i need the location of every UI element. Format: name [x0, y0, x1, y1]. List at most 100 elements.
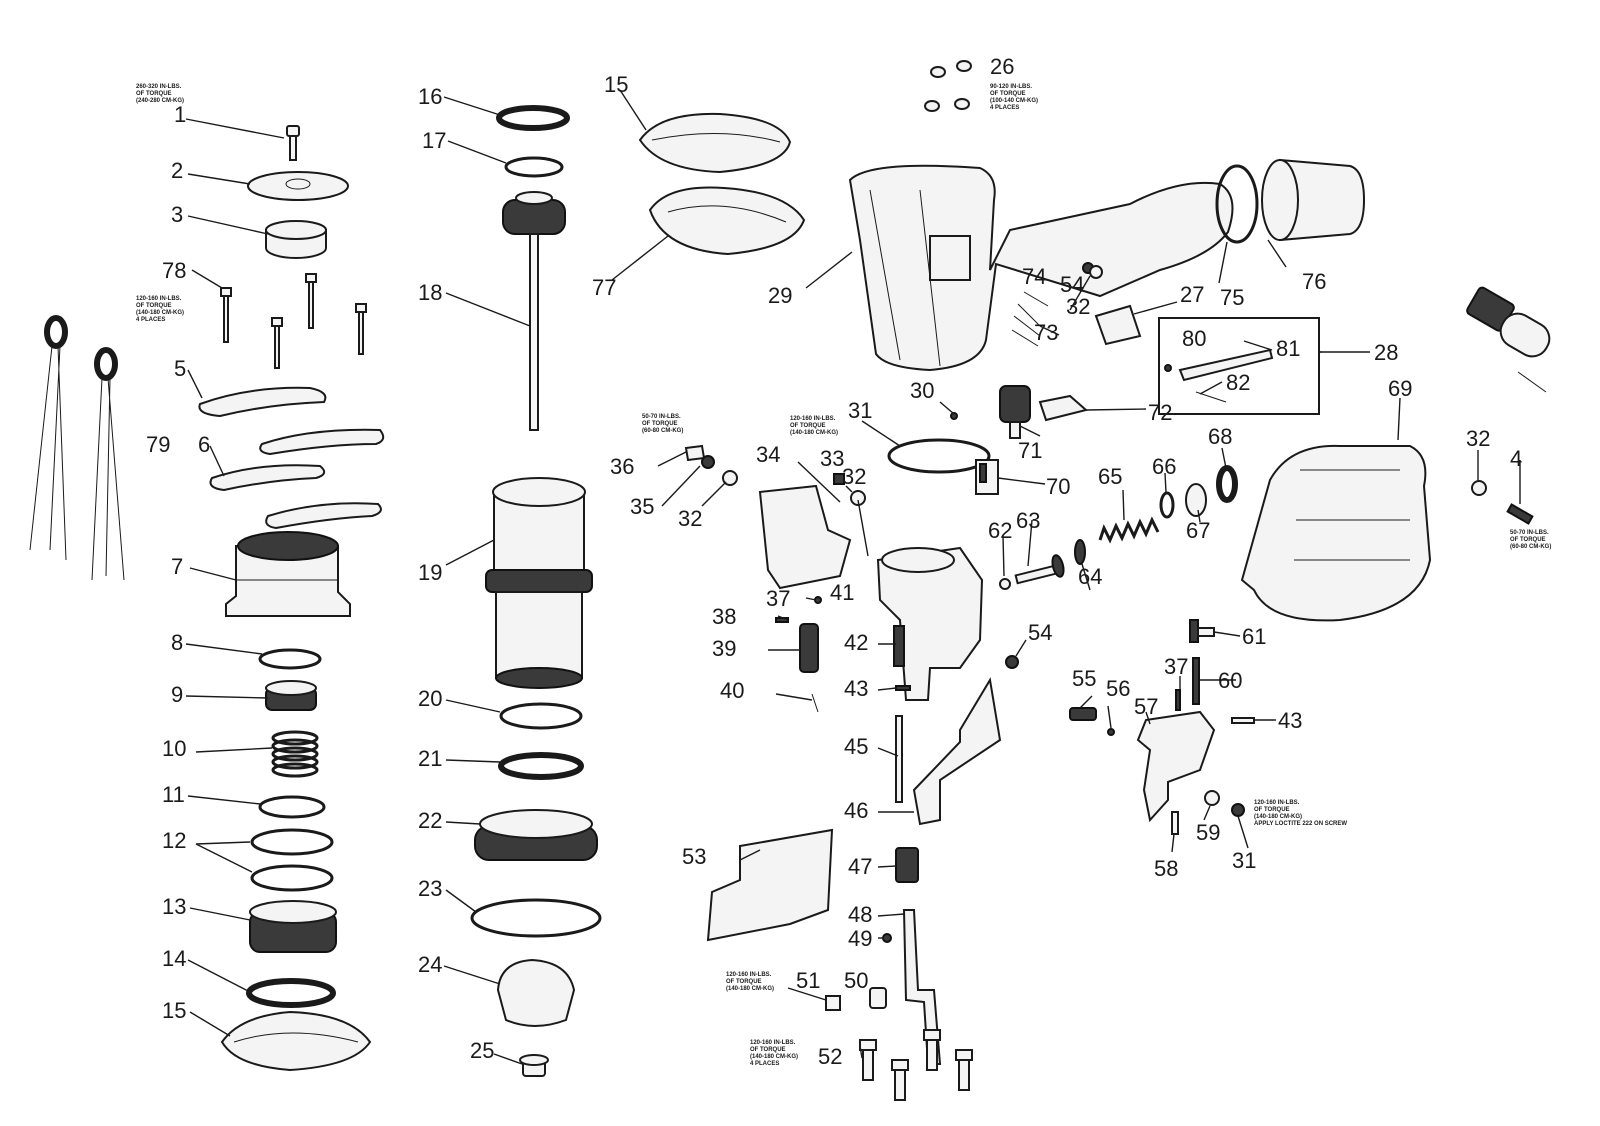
label-part-16: 16 — [418, 84, 442, 109]
part-1-screw — [286, 125, 300, 161]
svg-text:(100-140 CM-KG): (100-140 CM-KG) — [990, 98, 1038, 104]
svg-text:(60-80 CM-KG): (60-80 CM-KG) — [1510, 544, 1551, 550]
label-part-29: 29 — [768, 283, 792, 308]
part-16-ring — [496, 105, 570, 131]
part-54-nut-mid — [1005, 655, 1019, 669]
label-part-55: 55 — [1072, 666, 1096, 691]
part-4-screw — [1506, 503, 1534, 525]
torque-note-part-52: 120-160 IN-LBS. OF TORQUE (140-180 CM-KG… — [750, 1040, 798, 1067]
label-part-31-screw: 31 — [1232, 848, 1256, 873]
label-part-39: 39 — [712, 636, 736, 661]
label-part-72: 72 — [1148, 400, 1172, 425]
svg-text:OF TORQUE: OF TORQUE — [136, 91, 172, 97]
label-part-11: 11 — [162, 782, 185, 807]
torque-note-part-1: 260-320 IN-LBS. OF TORQUE (240-280 CM-KG… — [136, 84, 184, 104]
label-part-6: 6 — [198, 432, 210, 457]
part-35-nut — [701, 455, 715, 469]
part-40-pin — [811, 693, 819, 713]
part-65-spring — [1098, 516, 1160, 544]
label-part-60: 60 — [1218, 668, 1242, 693]
label-part-8: 8 — [171, 630, 183, 655]
part-51-screw — [825, 995, 841, 1011]
label-part-17: 17 — [422, 128, 446, 153]
svg-text:4 PLACES: 4 PLACES — [136, 317, 165, 323]
part-9-valve — [265, 680, 317, 711]
part-32-washer-right — [1471, 480, 1487, 496]
torque-notes: 260-320 IN-LBS. OF TORQUE (240-280 CM-KG… — [136, 84, 1551, 1067]
part-11-o-ring — [258, 795, 326, 819]
torque-note-part-26: 90-120 IN-LBS. OF TORQUE (100-140 CM-KG)… — [990, 84, 1038, 111]
label-part-23: 23 — [418, 876, 442, 901]
part-3-bushing — [265, 220, 327, 259]
label-part-37-right: 37 — [1164, 654, 1188, 679]
part-53-shield — [706, 828, 834, 942]
label-part-34: 34 — [756, 442, 780, 467]
part-59-washer — [1204, 790, 1220, 806]
label-part-4: 4 — [1510, 446, 1522, 471]
svg-text:90-120 IN-LBS.: 90-120 IN-LBS. — [990, 84, 1032, 90]
svg-text:120-160 IN-LBS.: 120-160 IN-LBS. — [790, 416, 836, 422]
label-part-2: 2 — [171, 158, 183, 183]
part-58-pin — [1171, 811, 1179, 835]
label-part-12: 12 — [162, 828, 186, 853]
part-21-ring — [498, 752, 584, 780]
torque-note-part-31: 120-160 IN-LBS. OF TORQUE (140-180 CM-KG… — [1254, 800, 1347, 827]
part-top-right-hardware — [1466, 286, 1551, 393]
label-part-32-mid-left: 32 — [678, 506, 702, 531]
label-part-49: 49 — [848, 926, 872, 951]
part-17-ring — [504, 156, 564, 178]
part-14-gasket — [246, 978, 336, 1008]
label-part-42: 42 — [844, 630, 868, 655]
torque-note-part-78: 120-160 IN-LBS. OF TORQUE (140-180 CM-KG… — [136, 296, 184, 323]
svg-text:(60-80 CM-KG): (60-80 CM-KG) — [642, 428, 683, 434]
label-part-40: 40 — [720, 678, 744, 703]
label-part-32-mid: 32 — [842, 464, 866, 489]
part-30-pin — [950, 412, 958, 420]
label-part-50: 50 — [844, 968, 868, 993]
label-part-66: 66 — [1152, 454, 1176, 479]
label-part-61: 61 — [1242, 624, 1266, 649]
svg-text:OF TORQUE: OF TORQUE — [990, 91, 1026, 97]
torque-note-part-36: 50-70 IN-LBS. OF TORQUE (60-80 CM-KG) — [642, 414, 683, 434]
svg-text:(140-180 CM-KG): (140-180 CM-KG) — [790, 430, 838, 436]
label-part-38: 38 — [712, 604, 736, 629]
part-45-rod — [895, 715, 903, 803]
label-part-68: 68 — [1208, 424, 1232, 449]
label-part-13: 13 — [162, 894, 186, 919]
svg-text:APPLY LOCTITE 222 ON SCREW: APPLY LOCTITE 222 ON SCREW — [1254, 821, 1347, 827]
label-part-10: 10 — [162, 736, 186, 761]
part-61-latch — [1189, 619, 1215, 643]
svg-text:OF TORQUE: OF TORQUE — [1254, 807, 1290, 813]
part-48-arm — [902, 909, 942, 1065]
part-20-ring — [499, 702, 583, 730]
label-part-73: 73 — [1034, 320, 1058, 345]
part-34-bracket — [758, 484, 852, 590]
label-part-31-ring: 31 — [848, 398, 872, 423]
svg-text:120-160 IN-LBS.: 120-160 IN-LBS. — [136, 296, 182, 302]
part-56-pin — [1107, 728, 1115, 736]
label-part-18: 18 — [418, 280, 442, 305]
part-29-housing — [848, 164, 1234, 372]
torque-note-part-51: 120-160 IN-LBS. OF TORQUE (140-180 CM-KG… — [726, 972, 774, 992]
torque-note-part-4: 50-70 IN-LBS. OF TORQUE (60-80 CM-KG) — [1510, 530, 1551, 550]
part-73-pins — [1011, 303, 1041, 347]
part-31-o-ring — [887, 438, 991, 474]
part-5-clamp — [198, 386, 327, 418]
part-23-ring — [470, 898, 602, 938]
part-47-block — [895, 847, 919, 883]
part-32-washer-mid — [850, 490, 866, 506]
part-39-trigger — [799, 623, 819, 673]
part-62-washer — [999, 578, 1011, 590]
svg-text:4 PLACES: 4 PLACES — [750, 1061, 779, 1067]
label-part-22: 22 — [418, 808, 442, 833]
label-part-58: 58 — [1154, 856, 1178, 881]
label-part-30: 30 — [910, 378, 934, 403]
label-part-15-bottom: 15 — [162, 998, 186, 1023]
svg-text:(140-180 CM-KG): (140-180 CM-KG) — [136, 310, 184, 316]
label-part-7: 7 — [171, 554, 183, 579]
part-52-bolts — [859, 1029, 973, 1101]
svg-text:120-160 IN-LBS.: 120-160 IN-LBS. — [726, 972, 772, 978]
label-part-36: 36 — [610, 454, 634, 479]
part-76-end-cap — [1261, 158, 1366, 242]
